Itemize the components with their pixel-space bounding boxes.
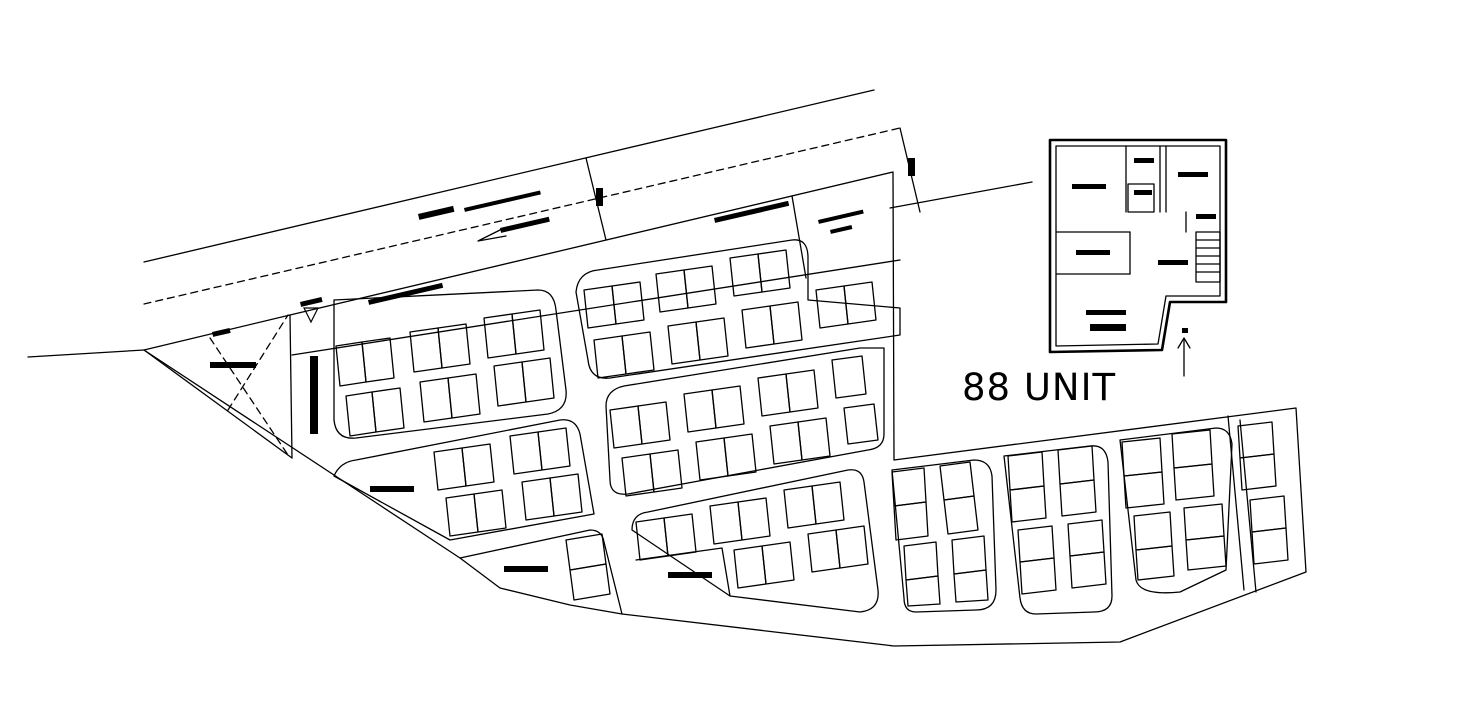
unit-row [636,482,868,588]
unit-row [336,310,554,436]
site-boundary [144,172,1306,646]
unit-floor-plan [1050,140,1226,376]
block-outlines [334,240,1256,614]
diagram-title: 88 UNIT [962,366,1117,409]
unit-row [434,428,582,536]
unit-row [584,250,876,378]
open-space-dashed [210,315,288,455]
unit-row [566,534,610,600]
unit-row [892,422,1288,606]
house-units [336,250,1288,606]
cad-annotation-marks [210,158,1216,578]
north-arrow [304,308,318,322]
main-road [28,90,1032,357]
unit-row [610,356,878,496]
